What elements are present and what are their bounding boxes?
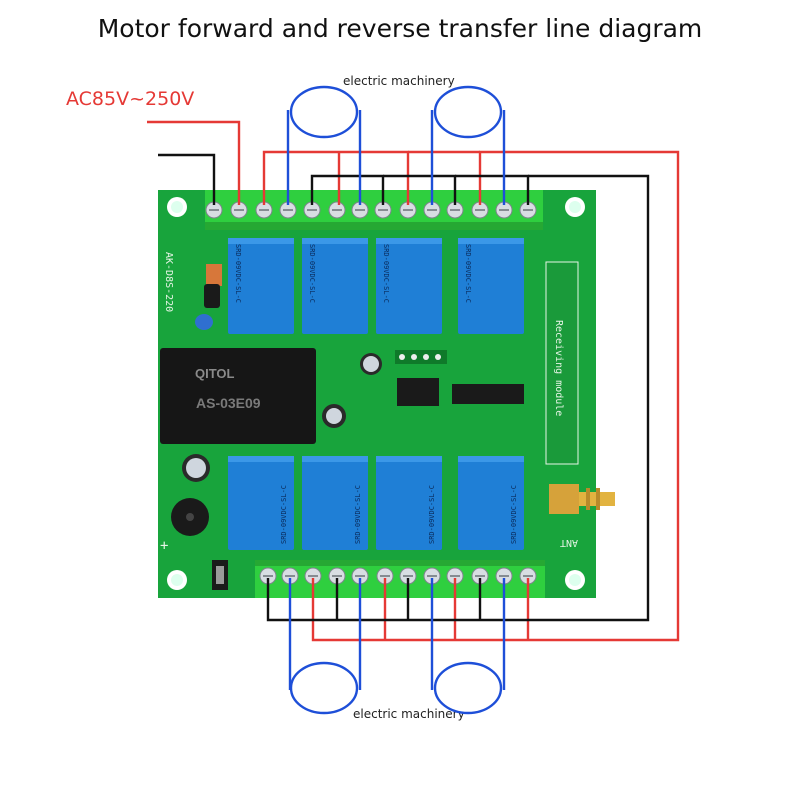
top-terminal-screws bbox=[205, 201, 537, 219]
wire-red-loop bbox=[311, 150, 680, 642]
board-model-label: AK-D8S-220 bbox=[163, 252, 174, 312]
motor-bottom-2 bbox=[433, 661, 503, 715]
diagram-title: Motor forward and reverse transfer line … bbox=[97, 14, 703, 43]
relay-model-label: SRD-09VDC-SL-C bbox=[510, 485, 518, 544]
relay-model-label: SRD-09VDC-SL-C bbox=[234, 244, 242, 303]
wire-supply-neutral bbox=[158, 153, 216, 205]
terminal-screw-top-2 bbox=[230, 201, 248, 219]
terminal-screw-top-12 bbox=[471, 201, 489, 219]
capacitor-3 bbox=[182, 454, 210, 482]
terminal-screw-bottom-8 bbox=[423, 567, 441, 585]
terminal-screw-top-6 bbox=[328, 201, 346, 219]
transformer-model: AS-03E09 bbox=[196, 395, 261, 411]
relay-model-label: SRD-09VDC-SL-C bbox=[354, 485, 362, 544]
relay-model-label: SRD-09VDC-SL-C bbox=[464, 244, 472, 303]
decoder-chip bbox=[452, 384, 524, 404]
wire-black-loop bbox=[266, 174, 650, 622]
relay-model-label: SRD-09VDC-SL-C bbox=[382, 244, 390, 303]
buzzer bbox=[171, 498, 209, 536]
plus-mark: + bbox=[160, 538, 168, 554]
varistor bbox=[195, 314, 213, 330]
wire-top-black-1 bbox=[310, 174, 385, 205]
terminal-screw-top-9 bbox=[399, 201, 417, 219]
motor-bottom-1 bbox=[289, 661, 359, 715]
relay-model-label: SRD-09VDC-SL-C bbox=[428, 485, 436, 544]
power-transformer: QITOL AS-03E09 bbox=[160, 348, 316, 444]
terminal-screw-bottom-6 bbox=[376, 567, 394, 585]
receiving-module: Receiving module bbox=[545, 261, 579, 465]
motor-top-label: electric machinery bbox=[343, 74, 455, 88]
mounting-holes bbox=[167, 197, 585, 590]
transformer-brand: QITOL bbox=[195, 366, 235, 381]
relay-bottom-1: SRD-09VDC-SL-C bbox=[228, 456, 294, 550]
receiving-module-label: Receiving module bbox=[553, 320, 564, 416]
antenna-label: ANT bbox=[560, 537, 578, 548]
header-pins bbox=[395, 350, 447, 364]
relay-row-bottom: SRD-09VDC-SL-C SRD-09VDC-SL-C SRD-09VDC-SL… bbox=[228, 456, 524, 550]
terminal-screw-top-5 bbox=[303, 201, 321, 219]
switch bbox=[212, 560, 228, 590]
diode bbox=[204, 284, 220, 308]
wire-supply-live bbox=[147, 120, 241, 205]
terminal-screw-top-14 bbox=[519, 201, 537, 219]
relay-bottom-2: SRD-09VDC-SL-C bbox=[302, 456, 368, 550]
fuse bbox=[206, 264, 222, 286]
wire-top-red-1 bbox=[262, 150, 410, 205]
motor-top-2 bbox=[433, 85, 503, 139]
relay-bottom-4: SRD-09VDC-SL-C bbox=[458, 456, 524, 550]
relay-top-1: SRD-09VDC-SL-C bbox=[228, 238, 294, 334]
capacitor-1 bbox=[360, 353, 382, 375]
motor-top-1 bbox=[289, 85, 359, 139]
terminal-screw-bottom-4 bbox=[328, 567, 346, 585]
mcu-chip bbox=[397, 378, 439, 406]
capacitor-2 bbox=[322, 404, 346, 428]
relay-model-label: SRD-09VDC-SL-C bbox=[280, 485, 288, 544]
terminal-screw-bottom-2 bbox=[281, 567, 299, 585]
antenna-connector: ANT bbox=[549, 484, 615, 548]
relay-model-label: SRD-09VDC-SL-C bbox=[308, 244, 316, 303]
motors bbox=[289, 85, 503, 715]
relay-top-4: SRD-09VDC-SL-C bbox=[458, 238, 524, 334]
relay-top-3: SRD-09VDC-SL-C bbox=[376, 238, 442, 334]
relay-bottom-3: SRD-09VDC-SL-C bbox=[376, 456, 442, 550]
supply-voltage-label: AC85V~250V bbox=[66, 88, 195, 110]
relay-top-2: SRD-09VDC-SL-C bbox=[302, 238, 368, 334]
relay-row-top: SRD-09VDC-SL-C SRD-09VDC-SL-C SRD-09VDC-SL… bbox=[228, 238, 524, 334]
bottom-terminal-screws bbox=[259, 567, 537, 585]
wires bbox=[147, 110, 680, 690]
terminal-screw-top-3 bbox=[255, 201, 273, 219]
motor-bottom-label: electric machinery bbox=[353, 707, 465, 721]
